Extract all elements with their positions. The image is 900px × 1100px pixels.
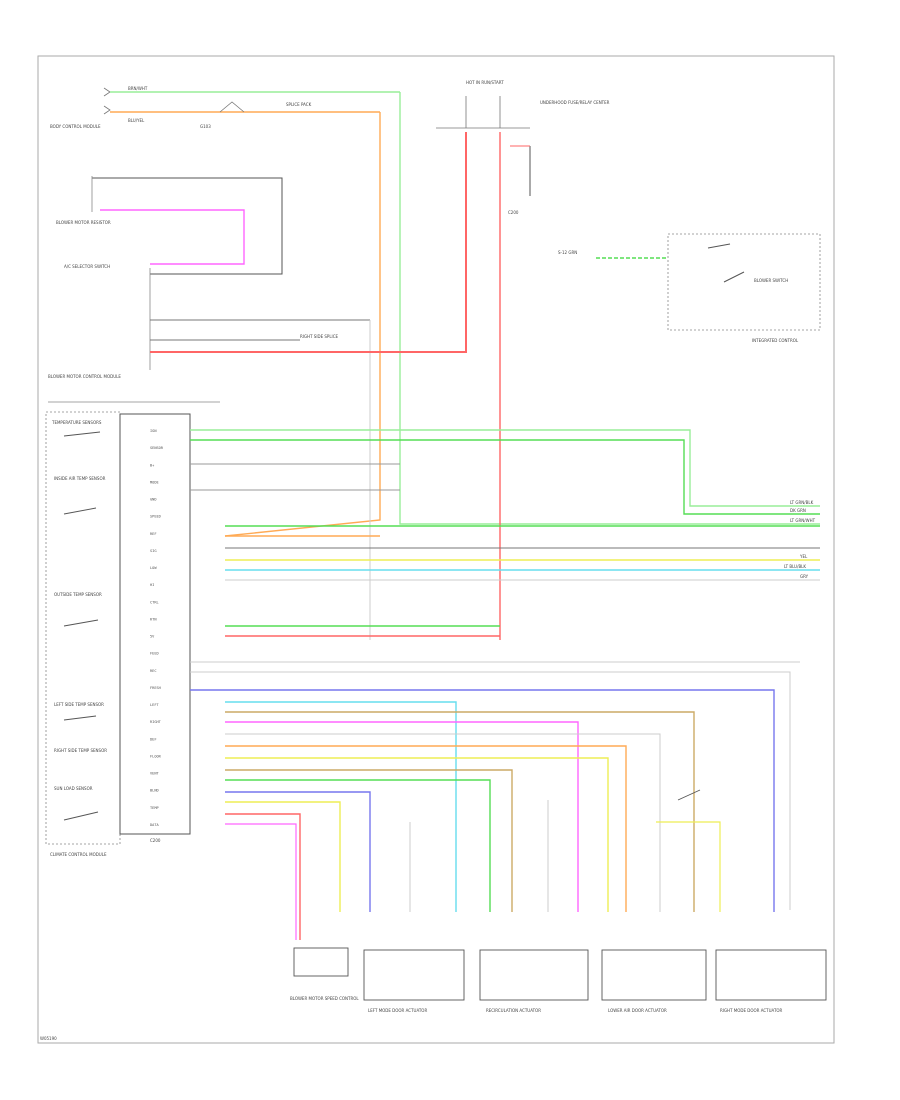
right-edge-tag-4: YEL — [799, 554, 808, 559]
wire-label-top-2: BLU/YEL — [128, 118, 145, 123]
module-pin-label: VENT — [150, 772, 159, 776]
right-switch-block: S-12 GRN BLOWER SWITCH INTEGRATED CONTRO… — [558, 233, 821, 343]
module-pin-label: REF — [150, 532, 157, 536]
left-sensors: INSIDE AIR TEMP SENSOR OUTSIDE TEMP SENS… — [54, 431, 107, 821]
module-pin-label: DEF — [150, 737, 157, 741]
fuse-block: HOT IN RUN/START UNDERHOOD FUSE/RELAY CE… — [436, 80, 610, 640]
fuse-block-note: UNDERHOOD FUSE/RELAY CENTER — [540, 100, 610, 105]
module-pin-label: HI — [150, 583, 154, 587]
module-pin-label: SPEED — [150, 515, 161, 519]
module-pin-label: BLND — [150, 789, 159, 793]
module-pin-label: MODE — [150, 480, 159, 484]
module-pin-label: SENSOR — [150, 446, 164, 450]
right-edge-tag-5: LT BLU/BLK — [784, 564, 806, 569]
ground-junction-label: C200 — [508, 210, 519, 215]
left-sensor-5: SUN LOAD SENSOR — [54, 786, 93, 791]
module-pin-label: LEFT — [150, 703, 159, 707]
right-switch-pin-label: S-12 GRN — [558, 250, 577, 255]
bottom-component-1: BLOWER MOTOR SPEED CONTROL — [290, 996, 359, 1001]
main-module-box — [119, 413, 191, 835]
module-pin-label: LOW — [150, 566, 157, 570]
right-edge-tag-3: LT GRN/WHT — [790, 518, 816, 523]
module-pin-label: REC — [150, 669, 157, 673]
module-pin-label: 5V — [150, 635, 155, 639]
right-edge-tags: LT GRN/BLK DK GRN LT GRN/WHT YEL LT BLU/… — [784, 500, 816, 579]
module-wires — [190, 429, 820, 940]
left-sensor-1: INSIDE AIR TEMP SENSOR — [54, 476, 106, 481]
module-pin-label: B+ — [150, 463, 155, 467]
module-pin-label: DATA — [150, 823, 159, 827]
top-left-connector: BRN/WHT BLU/YEL BODY CONTROL MODULE G103… — [50, 86, 400, 129]
left-sensor-2: OUTSIDE TEMP SENSOR — [54, 592, 102, 597]
bottom-component-3: RECIRCULATION ACTUATOR — [486, 1008, 541, 1013]
left-sensor-3: LEFT SIDE TEMP SENSOR — [54, 702, 104, 707]
bottom-corner-code: W05190 — [40, 1036, 57, 1041]
module-pin-label: RTN — [150, 617, 157, 621]
ac-selector-label: A/C SELECTOR SWITCH — [64, 264, 110, 269]
wire-label-top-1: BRN/WHT — [128, 86, 148, 91]
bottom-component-2: LEFT MODE DOOR ACTUATOR — [368, 1008, 427, 1013]
right-edge-tag-1: LT GRN/BLK — [790, 500, 814, 505]
bottom-components: BLOWER MOTOR SPEED CONTROL LEFT MODE DOO… — [290, 947, 827, 1013]
body-control-module-label: BODY CONTROL MODULE — [50, 124, 101, 129]
fuse-block-label: HOT IN RUN/START — [466, 80, 504, 85]
module-pin-label: SIG — [150, 549, 157, 553]
module-pin-label: GND — [150, 498, 157, 502]
blower-resistor-label: BLOWER MOTOR RESISTOR — [56, 220, 111, 225]
right-edge-tag-6: GRY — [800, 574, 809, 579]
bottom-left-note: CLIMATE CONTROL MODULE — [50, 852, 107, 857]
mid-note-1: SPLICE PACK — [286, 102, 312, 107]
module-pin-labels: IGN SENSOR B+ MODE GND SPEED REF SIG LOW HI CTRL RT… — [150, 429, 164, 827]
module-small-label: C200 — [150, 838, 161, 843]
module-pin-label: IGN — [150, 429, 157, 433]
module-pin-label: FRESH — [150, 686, 161, 690]
blower-resistor-block: BLOWER MOTOR RESISTOR A/C SELECTOR SWITC… — [56, 176, 283, 370]
ground-label: G103 — [200, 124, 211, 129]
module-pin-label: CTRL — [150, 600, 159, 604]
mid-note-2: RIGHT SIDE SPLICE — [300, 334, 339, 339]
right-switch-sub: BLOWER SWITCH — [754, 278, 788, 283]
left-sensor-4: RIGHT SIDE TEMP SENSOR — [54, 748, 107, 753]
module-pin-label: TEMP — [150, 806, 159, 810]
bottom-component-5: RIGHT MODE DOOR ACTUATOR — [720, 1008, 783, 1013]
right-edge-tag-2: DK GRN — [790, 508, 806, 513]
sensor-group-title: TEMPERATURE SENSORS — [51, 420, 102, 425]
module-pin-label: RIGHT — [150, 720, 162, 724]
bottom-component-4: LOWER AIR DOOR ACTUATOR — [608, 1008, 667, 1013]
module-pin-label: FEED — [150, 652, 159, 656]
diagram-frame — [37, 55, 835, 1044]
right-switch-title: INTEGRATED CONTROL — [752, 338, 799, 343]
main-module-title: BLOWER MOTOR CONTROL MODULE — [48, 374, 121, 379]
module-pin-label: FLOOR — [150, 754, 162, 758]
